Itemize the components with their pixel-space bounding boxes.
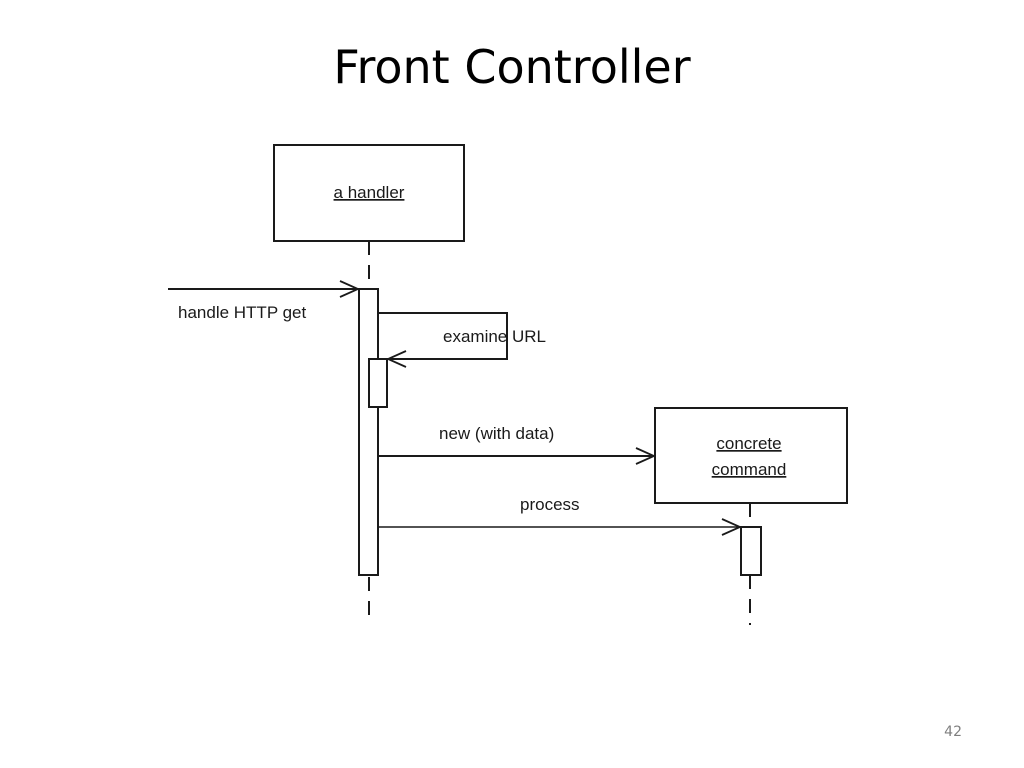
command-participant-box xyxy=(654,407,848,504)
process-label: process xyxy=(520,495,580,514)
command-participant-label-line1: concrete xyxy=(716,434,781,453)
page-number: 42 xyxy=(944,724,962,740)
handle-http-get-label: handle HTTP get xyxy=(178,303,306,322)
handler-activation-bar xyxy=(358,288,379,576)
new-with-data-label: new (with data) xyxy=(439,424,554,443)
handler-participant-label: a handler xyxy=(334,183,405,202)
examine-url-label: examine URL xyxy=(443,327,546,346)
examine-url-arrow xyxy=(378,312,508,359)
handler-nested-activation xyxy=(368,358,388,408)
command-activation-bar xyxy=(740,526,762,576)
command-participant-label-line2: command xyxy=(712,460,787,479)
handler-participant-box xyxy=(273,144,465,242)
slide-title: Front Controller xyxy=(333,40,691,94)
